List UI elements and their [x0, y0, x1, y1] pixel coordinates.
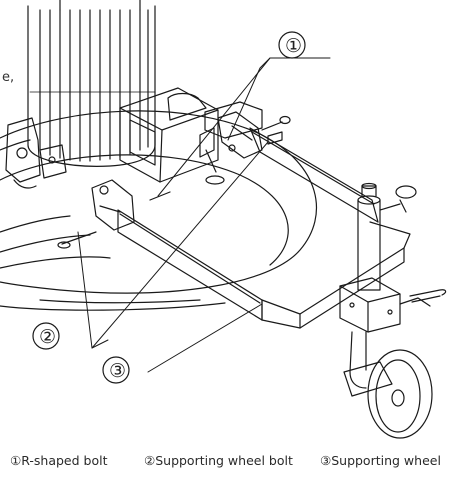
leader-lines: [77, 57, 331, 373]
callout-label-2: ②: [39, 326, 56, 348]
wheel-post: [357, 182, 417, 291]
callout-circle-1: [278, 31, 306, 59]
post-clamp: [339, 277, 447, 333]
callout-label-3: ③: [109, 360, 126, 382]
right-hinge: [217, 111, 291, 159]
motor-mount: [5, 117, 67, 189]
handle-bracket: [204, 101, 263, 152]
stray-text: e,: [2, 70, 15, 85]
caption-r-shaped-bolt: ①R-shaped bolt: [10, 453, 108, 468]
caster-wheel: [343, 331, 433, 439]
platform-plate: [261, 221, 411, 329]
callout-circle-2: [32, 322, 60, 350]
callout-label-1: ①: [285, 35, 302, 57]
left-hinge: [91, 179, 135, 231]
motor: [27, 0, 156, 167]
callout-circle-3: [102, 356, 130, 384]
junction-box: [119, 87, 219, 183]
grinder-base: [0, 110, 318, 311]
front-arm: [117, 209, 263, 321]
r-pin: [57, 149, 217, 249]
caption-supporting-wheel-bolt: ②Supporting wheel bolt: [144, 453, 293, 468]
caption-supporting-wheel: ③Supporting wheel: [320, 453, 441, 468]
rear-arm: [249, 127, 379, 223]
